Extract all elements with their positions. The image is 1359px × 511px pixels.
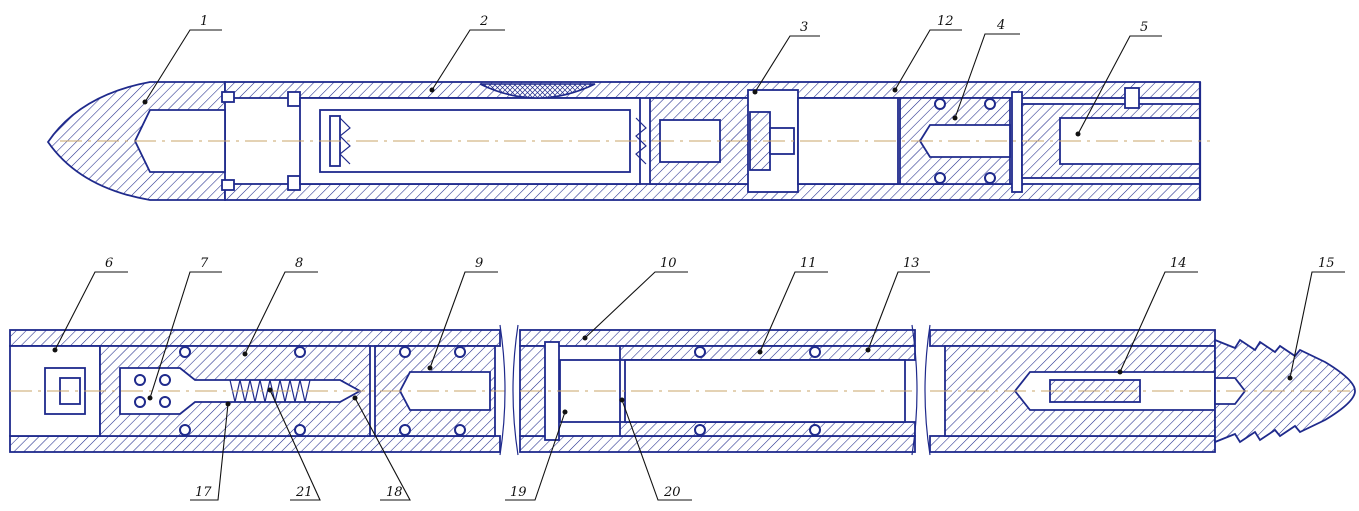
label-2: 2 bbox=[479, 14, 488, 29]
label-8: 8 bbox=[295, 256, 303, 271]
top-assembly bbox=[46, 81, 1210, 201]
housing-mid-top bbox=[519, 329, 916, 347]
label-17: 17 bbox=[195, 485, 212, 500]
label-10: 10 bbox=[660, 256, 677, 271]
label-5: 5 bbox=[1140, 20, 1148, 35]
leader-lines bbox=[52, 29, 1345, 501]
housing-right-top bbox=[929, 329, 1216, 347]
housing-top-wall bbox=[224, 81, 1201, 99]
label-14: 14 bbox=[1170, 256, 1187, 271]
bottom-assembly-left bbox=[9, 324, 506, 456]
bottom-assembly-right bbox=[924, 324, 1356, 456]
label-15: 15 bbox=[1318, 256, 1335, 271]
housing-left-bottom bbox=[9, 435, 501, 453]
label-20: 20 bbox=[663, 485, 681, 500]
housing-bottom-wall bbox=[224, 183, 1201, 201]
label-19: 19 bbox=[510, 485, 527, 500]
label-11: 11 bbox=[800, 256, 817, 271]
housing-right-bottom bbox=[929, 435, 1216, 453]
label-4: 4 bbox=[996, 18, 1005, 33]
label-1: 1 bbox=[200, 14, 208, 29]
label-13: 13 bbox=[903, 256, 920, 271]
bottom-assembly-middle bbox=[512, 324, 918, 456]
label-7: 7 bbox=[200, 256, 209, 271]
label-9: 9 bbox=[475, 256, 483, 271]
label-12: 12 bbox=[937, 14, 954, 29]
window-lens bbox=[479, 83, 596, 99]
housing-mid-bottom bbox=[519, 435, 916, 453]
part-numbers: 1 2 3 12 4 5 6 7 8 9 10 11 13 14 15 17 2… bbox=[105, 14, 1335, 500]
label-21: 21 bbox=[295, 485, 313, 500]
label-18: 18 bbox=[386, 485, 403, 500]
label-3: 3 bbox=[800, 20, 808, 35]
label-6: 6 bbox=[105, 256, 113, 271]
